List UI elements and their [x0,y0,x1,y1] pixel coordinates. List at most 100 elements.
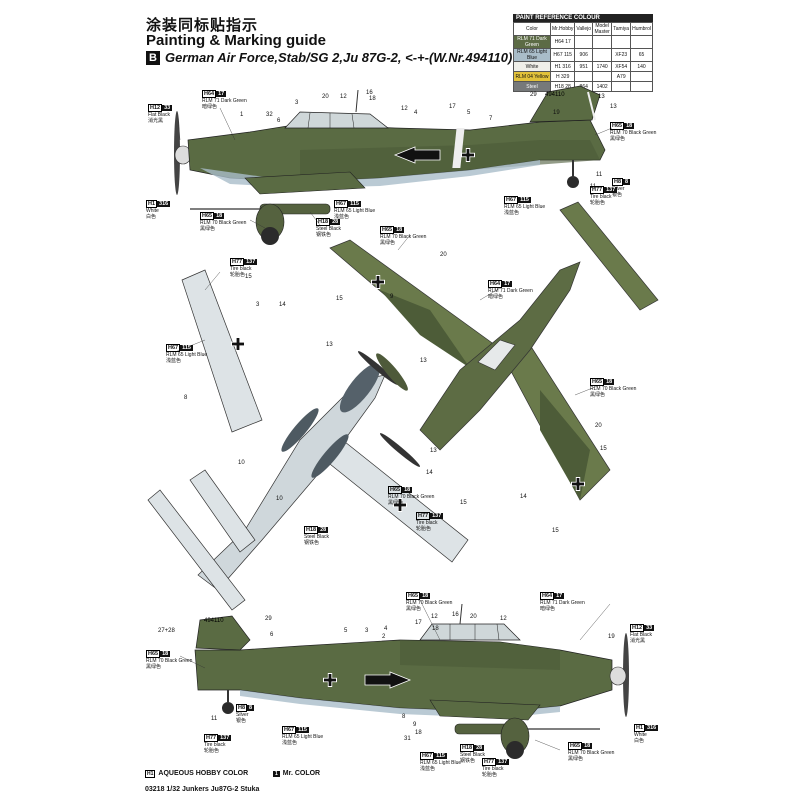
title-english: Painting & Marking guide [146,32,327,49]
main-wheel [261,227,279,245]
part-number: 8 [184,395,188,401]
fin-serial-right: 494110 [204,618,224,624]
top-propeller [379,433,421,467]
paint-swatch: RLM 65 Light Blue [513,48,551,62]
canopy [284,111,390,129]
part-number: 29 [265,616,272,622]
part-number: 11 [590,184,597,190]
part-number: 31 [404,736,411,742]
part-number: 19 [553,110,560,116]
top-cannon-pod [376,353,408,391]
side-view-top: 494110 [174,85,606,245]
legend-mr-color-label: Mr. COLOR [282,770,321,777]
part-number: 9 [390,294,394,300]
part-number: 20 [470,614,477,620]
tail-wheel [567,176,579,188]
part-number: 5 [344,628,348,634]
part-number: 13 [610,104,617,110]
part-number: 13 [326,342,333,348]
title-chinese: 涂装同标贴指示 [146,17,259,34]
fin-serial: 494110 [545,92,565,98]
part-number: 2 [382,634,386,640]
paint-row: Steel H18 28 864 1402 [513,81,653,92]
top-plan-view [329,201,659,501]
chevron-marking-right [364,671,412,689]
paint-reference-heading: PAINT REFERENCE COLOUR [513,14,653,22]
part-number: 4 [414,110,418,116]
part-number: 32 [266,112,273,118]
part-number: 20 [322,94,329,100]
underside-engine [339,363,381,413]
part-number: 19 [608,634,615,640]
paint-mrhobby: H64 17 [549,35,576,49]
underside-tailplane [147,489,246,611]
underside-propeller [357,351,399,385]
part-number: 14 [279,302,286,308]
underside-plan-view [147,269,469,611]
part-number: 13 [598,94,605,100]
side-view-bottom: 494110 [194,603,629,759]
paint-row: RLM 04 Yellow H 329 A79 [513,71,653,82]
wing-right [429,699,541,721]
part-number: 18 [369,96,376,102]
legend-mr-color-key: 1 [273,771,280,777]
tail-fin [529,85,601,123]
part-number: 8 [402,714,406,720]
part-number: 9 [413,722,417,728]
part-number: 15 [245,274,252,280]
col-model-master: Model Master [592,22,613,36]
part-number: 6 [270,632,274,638]
part-number: 1 [240,112,244,118]
part-number: 15 [460,500,467,506]
part-number: 11 [211,716,218,722]
spinner-right [609,666,627,686]
part-number: 4 [384,626,388,632]
main-wheel-right [506,741,524,759]
part-number: 12 [340,94,347,100]
paint-row: RLM 65 Light Blue H67 115 906 XF23 65 [513,48,653,62]
legend-aqueous-label: AQUEOUS HOBBY COLOR [158,770,249,777]
leader-lines [174,107,613,751]
paint-row: White H1 316 951 1740 XF54 140 [513,61,653,72]
part-number: 12 [401,106,408,112]
part-number: 13 [430,448,437,454]
scheme-letter-badge: B [146,51,160,65]
part-number: 15 [552,528,559,534]
part-number: 18 [415,730,422,736]
paint-humbrol [630,81,653,92]
top-tailplane [559,201,659,311]
part-number: 3 [365,628,369,634]
part-number: 12 [500,616,507,622]
legend-aqueous-key: H1 [145,770,156,778]
wing [244,171,366,195]
part-number: 14 [520,494,527,500]
part-number: 3 [256,302,260,308]
part-number: 13 [420,358,427,364]
part-number: 15 [336,296,343,302]
